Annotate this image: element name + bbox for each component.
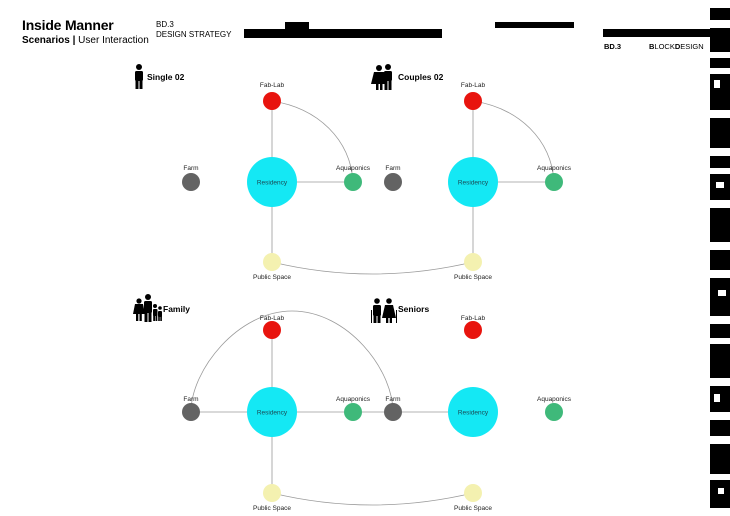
family-fablab-label: Fab-Lab [260,315,285,322]
section-code-line1: BD.3 [156,20,174,29]
barcode-strip [710,8,730,508]
single-public-label: Public Space [253,274,291,281]
page-subtitle: Scenarios | User Interaction [22,35,149,46]
family-icon [133,294,162,322]
family-farm-node [182,403,200,421]
seniors-residency-label: Residency [458,410,489,417]
page-title: Inside Manner [22,17,114,33]
seniors-aquaponics-label: Aquaponics [537,396,572,403]
subtitle-rest: User Interaction [78,35,149,46]
couples-residency-node [448,157,498,207]
family-aquaponics-node [344,403,362,421]
seniors-farm-node [384,403,402,421]
couples-fablab-node [464,92,482,110]
single-public-node [263,253,281,271]
single-farm-node [182,173,200,191]
subtitle-bold: Scenarios [22,35,70,46]
seniors-aquaponics-node [545,403,563,421]
brand-initial-d: D [674,42,681,51]
couples-aquaponics-label: Aquaponics [537,165,572,172]
single-aquaponics-node [344,173,362,191]
seniors-farm-label: Farm [385,396,400,403]
single-fablab-label: Fab-Lab [260,82,285,89]
scenario-title-family: Family [163,304,190,314]
couples-residency-label: Residency [458,180,489,187]
scenario-title-seniors: Seniors [398,304,429,314]
family-fablab-node [263,321,281,339]
subtitle-separator: | [69,35,79,46]
family-residency-label: Residency [257,410,288,417]
header-bar-3 [495,22,574,28]
single-aquaponics-label: Aquaponics [336,165,371,172]
couples-public-label: Public Space [454,274,492,281]
family-public-label: Public Space [253,505,291,512]
couple-icon [371,64,392,90]
couples-farm-node [384,173,402,191]
connection-lines [190,100,555,506]
couples-farm-label: Farm [385,165,400,172]
couples-aquaponics-node [545,173,563,191]
brand-name: BLOCKDESIGN [649,42,704,51]
header-bar-1 [244,29,442,38]
single-residency-node [247,157,297,207]
family-aquaponics-label: Aquaponics [336,396,371,403]
seniors-fablab-node [464,321,482,339]
seniors-public-node [464,484,482,502]
brand-initial-b: B [649,42,655,51]
scenario-title-couples: Couples 02 [398,72,444,82]
brand-part-lock: LOCK [654,42,675,51]
brand-part-esign: ESIGN [680,42,704,51]
brand-code: BD.3 [604,42,622,51]
seniors-icon [371,298,397,323]
couples-fablab-label: Fab-Lab [461,82,486,89]
seniors-public-label: Public Space [454,505,492,512]
seniors-residency-node [448,387,498,437]
single-person-icon [135,64,143,89]
family-public-node [263,484,281,502]
single-residency-label: Residency [257,180,288,187]
seniors-fablab-label: Fab-Lab [461,315,486,322]
family-residency-node [247,387,297,437]
single-farm-label: Farm [183,165,198,172]
section-code-line2: DESIGN STRATEGY [156,30,232,39]
header-bar-2 [285,22,309,30]
header-bar-4 [603,29,711,37]
single-fablab-node [263,92,281,110]
family-farm-label: Farm [183,396,198,403]
scenario-title-single: Single 02 [147,72,185,82]
couples-public-node [464,253,482,271]
